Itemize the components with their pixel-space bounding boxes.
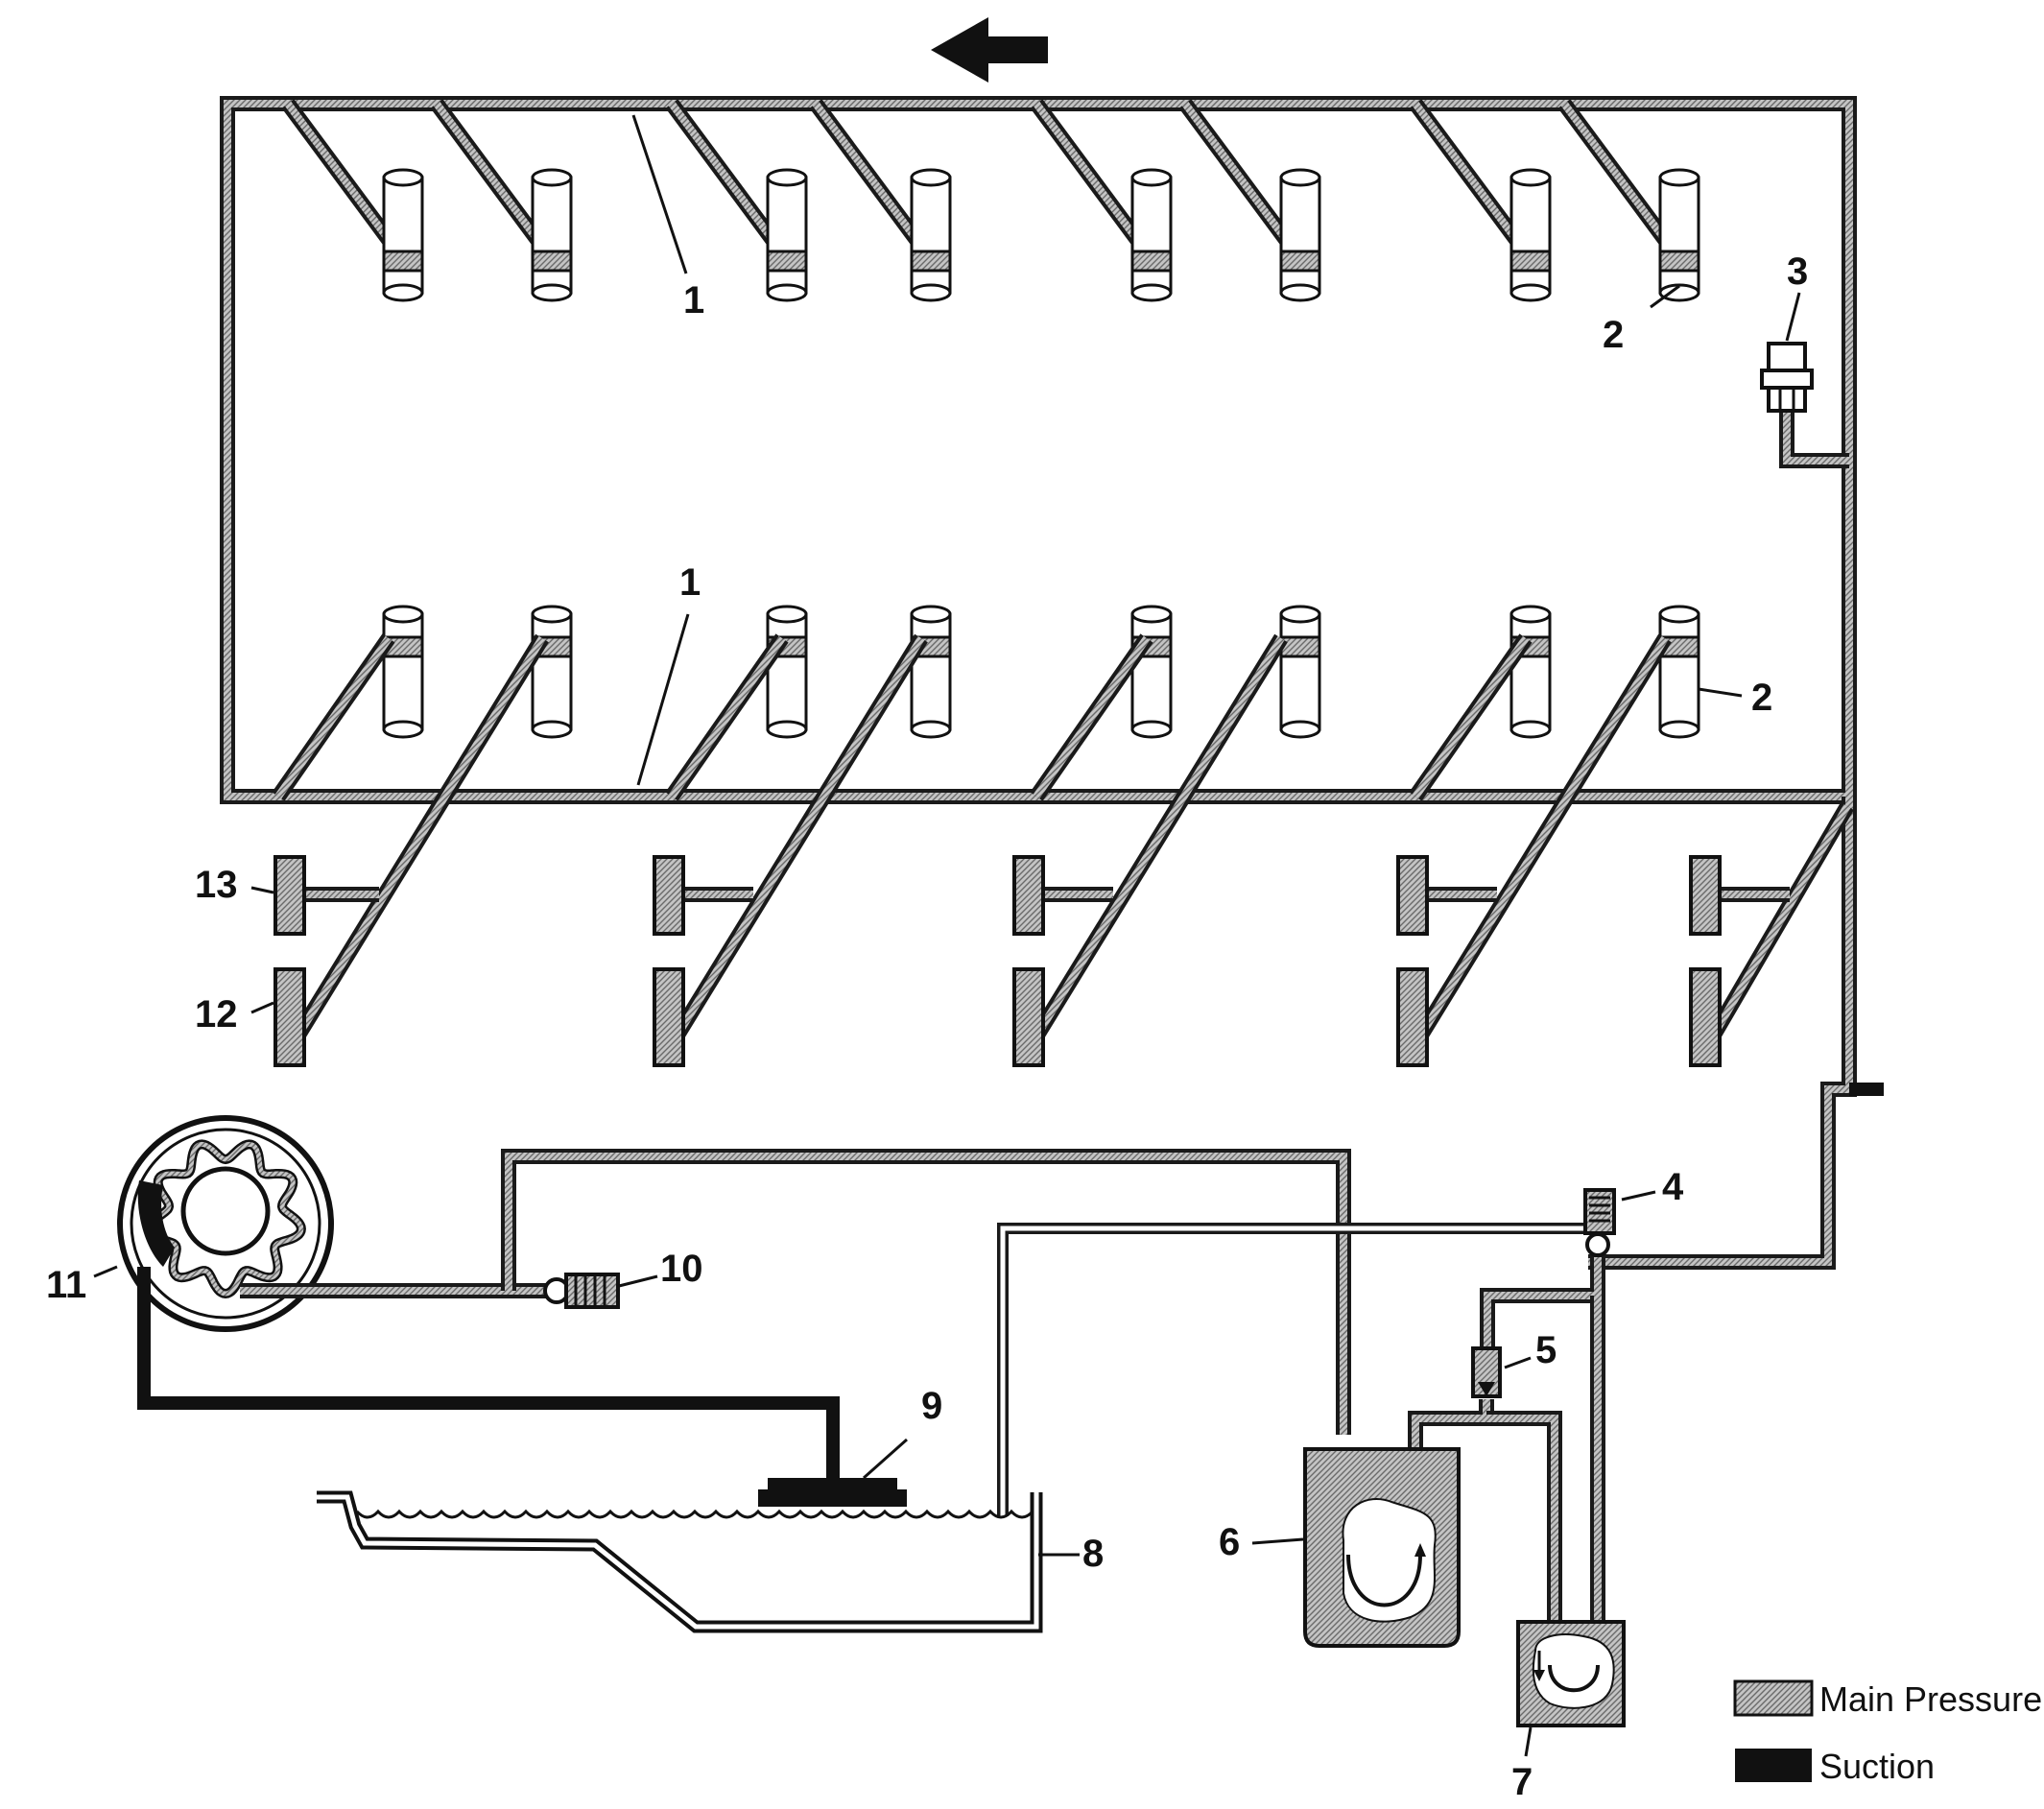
callout-6: 6 (1219, 1521, 1240, 1563)
crankshaft-bearing (273, 967, 306, 1067)
crankshaft-bearing (653, 967, 685, 1067)
camshaft-bearing (1012, 855, 1045, 936)
legend: Main Pressure Suction (1733, 1679, 2042, 1786)
bottom-lifter (766, 605, 808, 739)
bottom-lifter (1658, 605, 1700, 739)
oil-filter-icon (1480, 1188, 1616, 1622)
camshaft-bearing (1689, 855, 1722, 936)
oil-reservoir-icon (1516, 1620, 1626, 1727)
legend-suction-label: Suction (1819, 1747, 1935, 1786)
oil-pump-gear-icon (117, 1115, 334, 1332)
callout-9: 9 (921, 1385, 942, 1427)
suction-line (137, 1267, 907, 1507)
flow-direction-arrow-icon (931, 17, 1048, 83)
crankshaft-bearing (1396, 967, 1429, 1067)
top-lifter (1509, 168, 1552, 302)
camshaft-bearing (1396, 855, 1429, 936)
main-oil-gallery-frame (220, 96, 1884, 1270)
bottom-lifter (382, 605, 424, 739)
bottom-lifter-bank (272, 605, 1854, 1041)
callout-5: 5 (1535, 1329, 1557, 1371)
legend-main-pressure-swatch (1733, 1679, 1814, 1717)
crankshaft-bearing (1012, 967, 1045, 1067)
callout-12: 12 (195, 993, 238, 1035)
oil-cooler-icon (1303, 1447, 1461, 1648)
crankshaft-bearing (1689, 967, 1722, 1067)
oil-pan-icon (317, 1490, 1043, 1633)
bottom-lifter (910, 605, 952, 739)
callout-2-bottom: 2 (1751, 677, 1772, 719)
camshaft-bearing (273, 855, 306, 936)
callout-13: 13 (195, 864, 238, 906)
top-lifter (1130, 168, 1173, 302)
bottom-lifter (1130, 605, 1173, 739)
callout-1-bottom: 1 (679, 561, 701, 604)
bottom-lifter (1279, 605, 1321, 739)
top-lifter (531, 168, 573, 302)
oil-pressure-sensor-icon (1760, 342, 1849, 468)
callout-3: 3 (1787, 250, 1808, 293)
callout-10: 10 (660, 1248, 703, 1290)
callout-4: 4 (1662, 1166, 1684, 1208)
top-lifter (382, 168, 424, 302)
top-lifter (1279, 168, 1321, 302)
top-lifter (1658, 168, 1700, 302)
callout-11: 11 (46, 1264, 86, 1306)
bottom-lifter (531, 605, 573, 739)
pressure-relief-valve-icon (543, 1273, 620, 1309)
bottom-lifter (1509, 605, 1552, 739)
callout-8: 8 (1082, 1533, 1104, 1575)
camshaft-bearing (653, 855, 685, 936)
callout-7: 7 (1511, 1761, 1533, 1803)
callout-labels: 1 1 2 2 3 4 5 6 7 8 9 10 11 12 13 (46, 114, 1808, 1803)
legend-suction-swatch (1735, 1749, 1812, 1782)
top-lifter-bank (281, 99, 1700, 302)
check-valve-icon (1408, 1346, 1562, 1622)
pump-outlet-lines (240, 1149, 1598, 1516)
callout-2-top: 2 (1603, 314, 1624, 356)
top-lifter (766, 168, 808, 302)
bearing-row (273, 855, 1790, 1067)
callout-1-top: 1 (683, 279, 704, 321)
legend-main-pressure-label: Main Pressure (1819, 1679, 2042, 1719)
top-lifter (910, 168, 952, 302)
